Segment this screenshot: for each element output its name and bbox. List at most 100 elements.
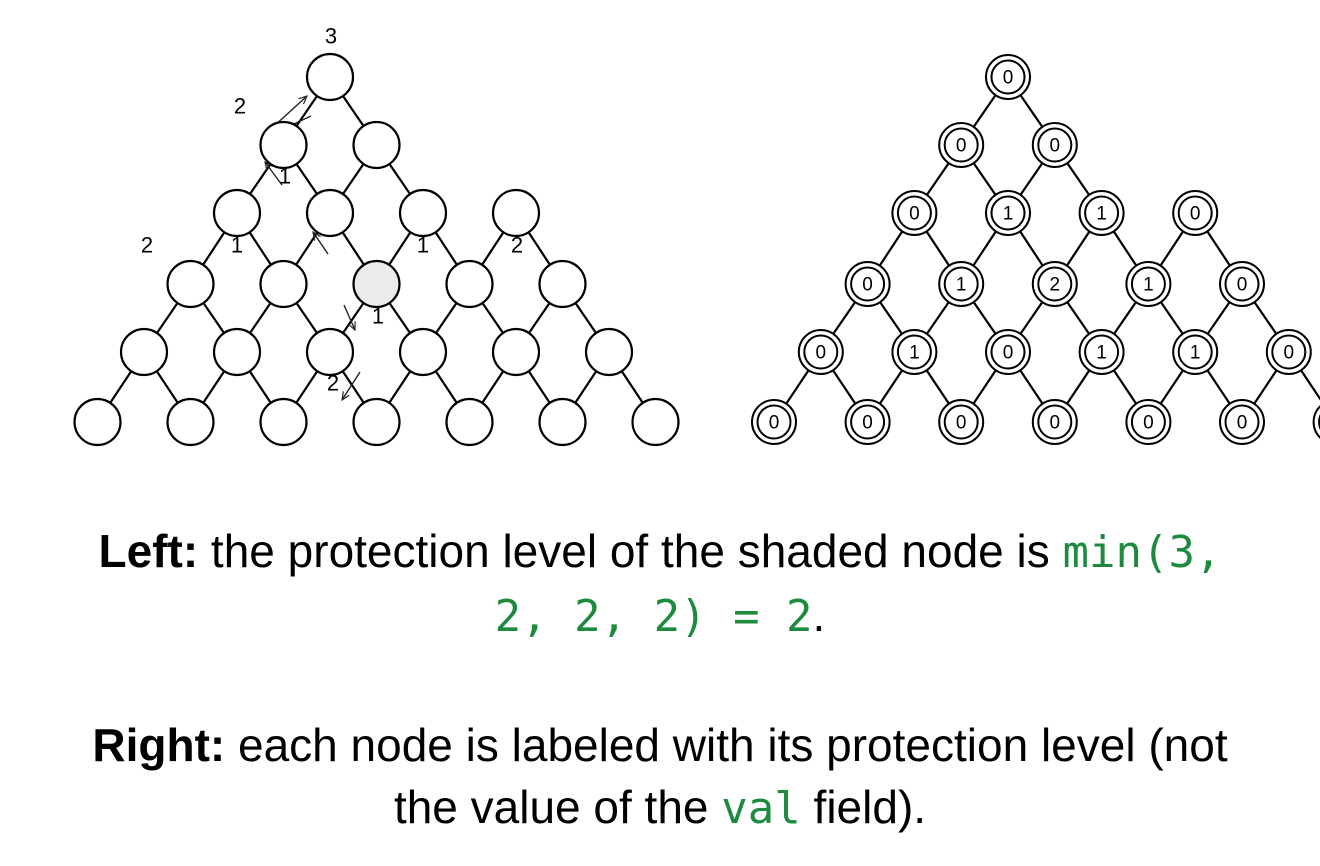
left-tree-edge — [248, 370, 272, 404]
right-tree-node: 1 — [1078, 190, 1125, 236]
caption-right-text1: each node is labeled with its protection… — [225, 719, 1228, 771]
right-tree-node: 0 — [797, 329, 844, 375]
right-tree-node-label: 0 — [1050, 136, 1061, 157]
right-tree-node-label: 0 — [862, 413, 873, 434]
right-tree-edge — [878, 230, 904, 267]
caption-left-text: the protection level of the shaded node … — [198, 525, 1063, 577]
left-tree-node — [445, 259, 494, 309]
right-tree-node-label: 0 — [1237, 413, 1248, 434]
right-tree-node: 0 — [751, 399, 797, 445]
left-tree-annotation: 2 — [141, 233, 153, 258]
right-tree-edge — [1159, 369, 1184, 405]
left-tree-edge — [249, 163, 272, 195]
right-tree-edge — [879, 301, 903, 335]
right-tree-node: 0 — [1265, 329, 1312, 375]
left-tree-edge — [156, 302, 179, 334]
right-tree-node: 0 — [1125, 399, 1172, 445]
right-tree-node: 0 — [1031, 122, 1078, 168]
left-tree-annotation: 1 — [279, 164, 291, 189]
right-tree-node-label: 0 — [1050, 413, 1061, 434]
caption-left: Left: the protection level of the shaded… — [0, 520, 1320, 648]
caption-left-code1: min(3, — [1062, 527, 1222, 578]
right-tree-node-label: 0 — [769, 413, 780, 434]
right-tree-edge — [1019, 94, 1044, 128]
caption-left-bold: Left: — [98, 525, 199, 577]
right-tree-edge — [832, 369, 857, 405]
right-tree-edge — [785, 369, 810, 405]
caption-right-line1: Right: each node is labeled with its pro… — [0, 714, 1320, 776]
right-tree-edge — [1159, 230, 1185, 267]
left-tree-node — [491, 327, 541, 377]
left-tree-node — [584, 327, 634, 377]
left-tree-edge — [481, 302, 504, 334]
right-tree-node: 1 — [891, 329, 938, 375]
left-tree-edge — [388, 163, 411, 195]
left-tree-node — [352, 120, 401, 170]
caption-right-text3: field). — [800, 781, 927, 833]
right-tree-node-label: 0 — [1003, 343, 1014, 364]
right-tree-edge — [972, 369, 997, 405]
right-tree-node: 0 — [1312, 405, 1320, 439]
caption-left-line1: Left: the protection level of the shaded… — [0, 520, 1320, 584]
right-tree-edge — [1066, 369, 1091, 405]
caption-right-line2: the value of the val field). — [0, 776, 1320, 840]
right-tree-node: 0 — [938, 122, 985, 168]
right-tree-node: 0 — [844, 399, 891, 445]
left-tree-edge — [481, 231, 505, 266]
left-tree-node — [73, 397, 122, 447]
right-tree-node: 0 — [938, 399, 985, 445]
left-tree-arrow — [342, 371, 361, 400]
left-tree-edge — [202, 231, 226, 266]
caption-right-code: val — [721, 783, 801, 834]
right-tree-edge — [972, 94, 997, 128]
right-tree-edge — [1065, 230, 1091, 267]
left-tree-edge — [295, 302, 318, 334]
left-tree-edge — [574, 370, 598, 404]
right-tree-node-label: 1 — [1190, 343, 1201, 364]
caption-right-text2: the value of the — [393, 781, 722, 833]
left-tree-annotation: 2 — [234, 94, 246, 119]
left-tree-edge — [481, 370, 505, 404]
left-tree-arrow — [313, 232, 329, 255]
right-tree-node-label: 0 — [1003, 68, 1014, 89]
right-tree-node-label: 1 — [956, 275, 967, 296]
left-tree-arrow — [265, 162, 283, 186]
right-tree-edge — [972, 301, 997, 335]
right-tree-node: 0 — [891, 190, 938, 236]
right-tree-edge — [1159, 301, 1184, 335]
right-tree-node: 1 — [985, 190, 1031, 236]
left-tree-edge — [342, 302, 365, 334]
right-tree-node: 0 — [1219, 261, 1265, 307]
right-tree-nodes: 0000110012100101100000000 — [751, 54, 1320, 445]
left-tree-node — [305, 188, 355, 238]
right-tree-node-label: 0 — [816, 343, 827, 364]
right-tree-edge — [1253, 369, 1278, 405]
right-tree-node: 1 — [1172, 329, 1219, 375]
left-tree-node — [305, 52, 355, 102]
left-tree-edge — [295, 231, 319, 266]
right-tree-node: 1 — [938, 261, 985, 307]
right-tree-edge — [1253, 301, 1278, 335]
right-tree-node-label: 1 — [1096, 204, 1107, 225]
left-tree-node — [212, 327, 262, 377]
right-tree-node-label: 0 — [1190, 204, 1201, 225]
left-tree-node — [538, 397, 587, 447]
left-tree-edge — [527, 370, 551, 404]
left-tree-edge — [434, 370, 458, 404]
left-tree-edge — [435, 302, 458, 334]
right-tree-edge — [1019, 230, 1044, 267]
left-tree-edge — [527, 231, 551, 266]
left-tree-node — [259, 397, 308, 447]
caption-left-code2: 2, 2, 2) = 2 — [494, 591, 813, 642]
left-tree-edge — [574, 302, 597, 334]
left-tree-node — [212, 188, 262, 238]
right-tree-edge — [1113, 301, 1137, 335]
right-tree-edge — [832, 301, 857, 335]
right-tree-node-label: 1 — [1096, 343, 1107, 364]
right-tree-edge — [972, 162, 997, 196]
left-tree-node — [631, 397, 680, 447]
right-tree-edge — [925, 369, 950, 405]
left-tree-annotation: 1 — [231, 233, 243, 258]
left-tree-edge — [388, 231, 412, 266]
